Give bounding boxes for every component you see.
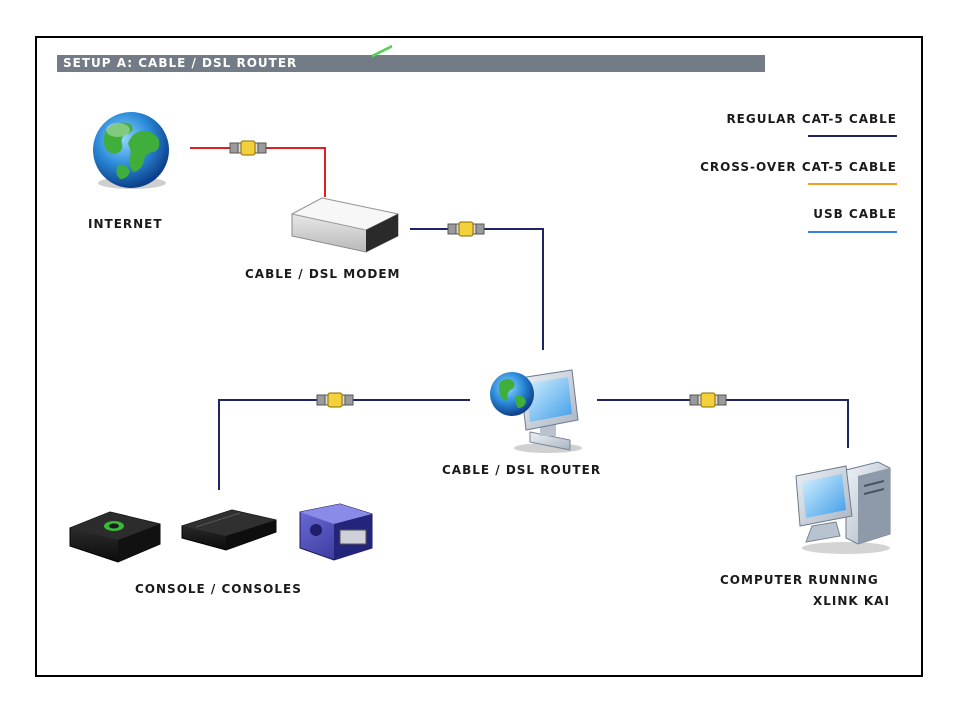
- consoles-label: CONSOLE / CONSOLES: [135, 582, 302, 596]
- diagram-title: SETUP A: CABLE / DSL ROUTER: [63, 56, 298, 70]
- title-bar: SETUP A: CABLE / DSL ROUTER: [57, 55, 765, 72]
- cable-connector-icon: [689, 392, 727, 408]
- modem-icon: [290, 44, 400, 253]
- cable-connector-icon: [447, 221, 485, 237]
- cable-connector-icon: [316, 392, 354, 408]
- legend-label-usb: USB CABLE: [813, 207, 897, 221]
- modem-label: CABLE / DSL MODEM: [245, 267, 401, 281]
- legend-label-regular: REGULAR CAT-5 CABLE: [726, 112, 897, 126]
- gamecube-icon: [299, 503, 373, 561]
- modem-router-link: [410, 228, 544, 350]
- diagram-frame: [35, 36, 923, 677]
- computer-label-line2: XLINK KAI: [813, 594, 890, 608]
- internet-label: INTERNET: [88, 217, 163, 231]
- xbox-icon: [69, 511, 161, 563]
- cable-connector-icon: [229, 140, 267, 156]
- ps2-icon: [181, 509, 277, 551]
- router-consoles-link: [218, 399, 470, 490]
- router-computer-link: [597, 399, 849, 448]
- legend-label-crossover: CROSS-OVER CAT-5 CABLE: [700, 160, 897, 174]
- router-label: CABLE / DSL ROUTER: [442, 463, 602, 477]
- globe-icon: [93, 112, 169, 189]
- router-icon: [490, 369, 582, 453]
- internet-modem-link: [190, 147, 326, 197]
- computer-label-line1: COMPUTER RUNNING: [720, 573, 879, 587]
- computer-icon: [795, 461, 891, 554]
